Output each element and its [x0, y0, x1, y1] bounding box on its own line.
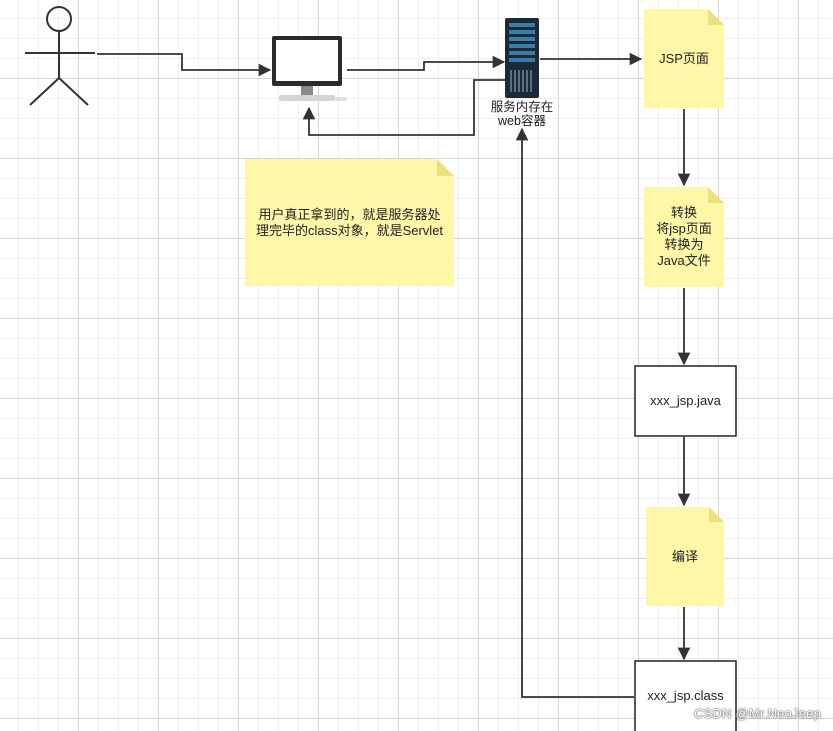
server-label: 服务内存在 web容器	[490, 100, 554, 128]
compile-note	[646, 507, 724, 606]
computer-icon	[272, 36, 347, 101]
class-file-box	[634, 660, 737, 731]
class-to-server-arrow	[515, 127, 634, 698]
java-file-label: xxx_jsp.java	[650, 393, 721, 408]
compile-note-text: 编译	[671, 548, 698, 564]
convert-note-text: 转换 将jsp页面 转换为 Java文件	[656, 205, 712, 268]
class-file-label: xxx_jsp.class	[647, 688, 724, 703]
user-to-computer-arrow	[97, 53, 272, 77]
convert-note	[644, 187, 724, 287]
watermark: CSDN @Mr.NeoJeep	[694, 706, 821, 721]
jsp-page-note-text: JSP页面	[659, 50, 709, 66]
java-file-box	[634, 365, 737, 437]
server-to-computer-arrow	[302, 79, 505, 136]
user-actor-icon	[25, 6, 95, 106]
user-note-text: 用户真正拿到的，就是服务器处 理完毕的class对象，就是Servlet	[255, 206, 444, 238]
jsp-page-note	[644, 9, 724, 108]
server-icon	[505, 18, 539, 98]
computer-to-server-arrow	[347, 55, 506, 71]
user-note	[245, 159, 454, 286]
